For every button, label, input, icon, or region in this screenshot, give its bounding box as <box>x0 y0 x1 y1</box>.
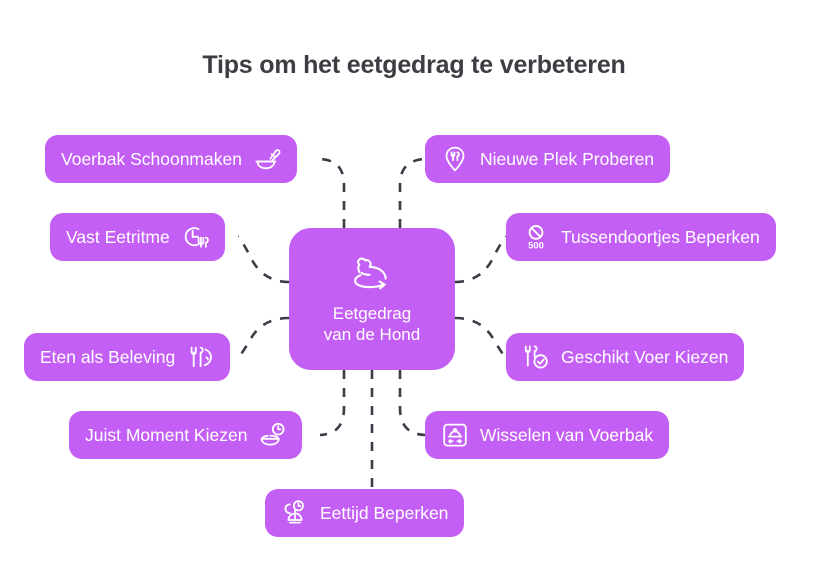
link-vast-eetritme <box>237 235 290 284</box>
branch-nieuwe-plek-proberen[interactable]: Nieuwe Plek Proberen <box>425 135 671 183</box>
link-tussendoortjes-beperken <box>454 235 507 284</box>
center-node[interactable]: Eetgedrag van de Hond <box>289 228 455 370</box>
link-wisselen-van-voerbak <box>398 370 426 437</box>
branch-label: Vast Eetritme <box>66 226 170 247</box>
icon-badge-500: 500 <box>528 239 544 250</box>
branch-label: Eettijd Beperken <box>320 502 449 523</box>
link-juist-moment-kiezen <box>319 370 346 437</box>
branch-geschikt-voer-kiezen[interactable]: Geschikt Voer Kiezen <box>506 333 745 381</box>
link-eten-als-beleving <box>237 316 290 359</box>
branch-label: Wisselen van Voerbak <box>480 424 654 445</box>
no-calories-500-icon: 500 <box>522 223 550 251</box>
center-label: Eetgedrag van de Hond <box>324 303 420 345</box>
cutlery-head-icon <box>186 343 214 371</box>
branch-vast-eetritme[interactable]: Vast Eetritme <box>50 213 225 261</box>
dog-lying-icon <box>345 254 399 294</box>
branch-voerbak-schoonmaken[interactable]: Voerbak Schoonmaken <box>45 135 297 183</box>
bowl-brush-icon <box>253 145 281 173</box>
page-title: Tips om het eetgedrag te verbeteren <box>202 51 626 79</box>
dish-swap-icon <box>441 421 469 449</box>
branch-label: Tussendoortjes Beperken <box>561 226 760 247</box>
clock-cutlery-icon <box>181 223 209 251</box>
link-voerbak-schoonmaken <box>319 157 346 228</box>
bowl-clock-icon <box>258 421 286 449</box>
timer-stand-icon <box>281 499 309 527</box>
branch-eettijd-beperken[interactable]: Eettijd Beperken <box>265 489 465 537</box>
map-pin-cutlery-icon <box>441 145 469 173</box>
link-nieuwe-plek-proberen <box>398 157 426 228</box>
branch-label: Juist Moment Kiezen <box>85 424 248 445</box>
branch-juist-moment-kiezen[interactable]: Juist Moment Kiezen <box>69 411 303 459</box>
branch-label: Eten als Beleving <box>40 346 176 367</box>
branch-tussendoortjes-beperken[interactable]: 500 Tussendoortjes Beperken <box>506 213 776 261</box>
branch-wisselen-van-voerbak[interactable]: Wisselen van Voerbak <box>425 411 670 459</box>
cutlery-check-icon <box>522 343 550 371</box>
center-label-line1: Eetgedrag <box>332 303 412 323</box>
branch-eten-als-beleving[interactable]: Eten als Beleving <box>24 333 231 381</box>
branch-label: Geschikt Voer Kiezen <box>561 346 729 367</box>
link-geschikt-voer-kiezen <box>454 316 507 359</box>
center-label-line2: van de Hond <box>323 324 421 344</box>
branch-label: Nieuwe Plek Proberen <box>480 148 655 169</box>
branch-label: Voerbak Schoonmaken <box>61 148 242 169</box>
